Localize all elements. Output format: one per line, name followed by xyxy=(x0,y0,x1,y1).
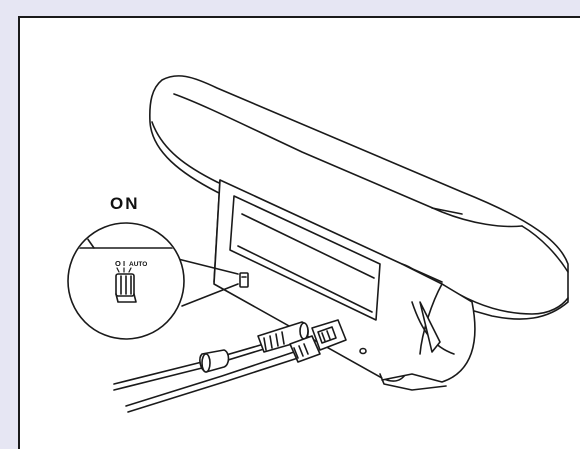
zoom-inset xyxy=(67,222,185,340)
usb-cable xyxy=(125,319,347,413)
scanner-body xyxy=(149,75,569,391)
on-label: ON xyxy=(110,194,140,213)
illustration-frame: ON O I AUTO xyxy=(18,16,580,449)
switch-on-symbol: I xyxy=(123,259,125,268)
zoom-leader-lines xyxy=(177,258,239,307)
scanner-illustration: ON O I AUTO xyxy=(67,75,569,413)
power-cable xyxy=(113,321,309,391)
switch-auto-label: AUTO xyxy=(129,261,147,268)
switch-off-symbol: O xyxy=(115,259,121,268)
